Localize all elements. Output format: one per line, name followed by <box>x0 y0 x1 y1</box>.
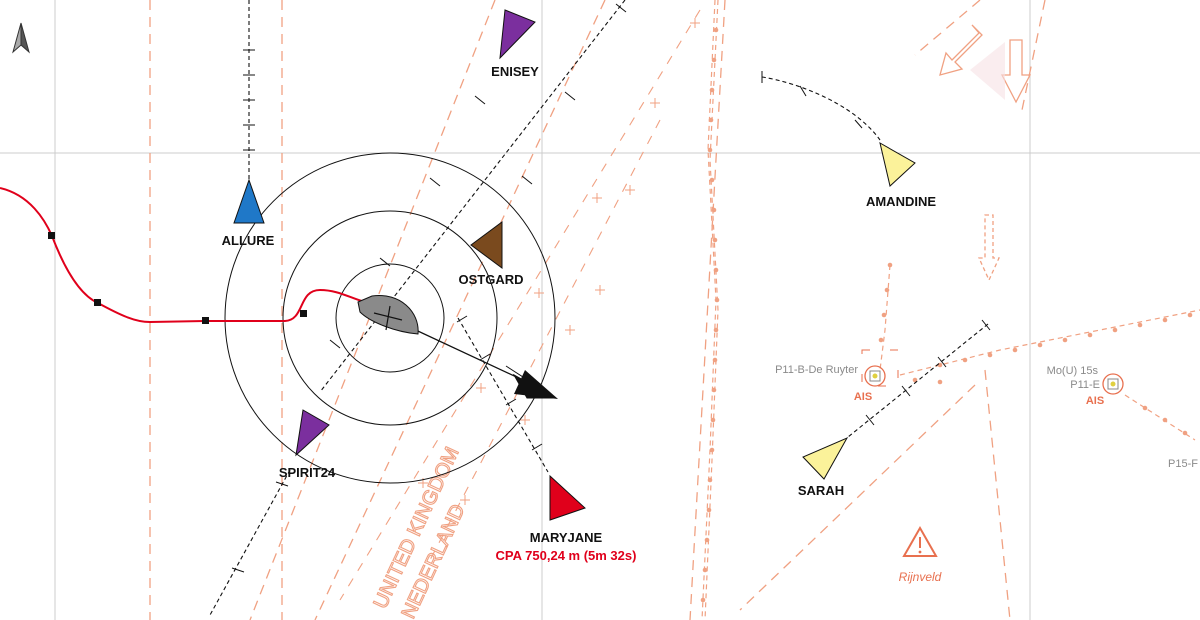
vessel-vectors <box>209 0 989 616</box>
cpa-readout: CPA 750,24 m (5m 32s) <box>496 548 637 563</box>
buoy-p11e-light: Mo(U) 15s <box>1047 365 1099 377</box>
vessel-allure-label: ALLURE <box>222 233 275 248</box>
vessel-sarah[interactable] <box>802 436 849 480</box>
buoy-de-ruyter[interactable] <box>861 349 899 387</box>
rijnveld-label: Rijnveld <box>899 570 942 584</box>
traffic-separation-lines <box>149 0 1046 620</box>
north-arrow-icon <box>12 22 30 54</box>
vessel-enisey[interactable] <box>499 9 536 60</box>
vessel-maryjane-label: MARYJANE <box>530 530 603 545</box>
vessel-spirit24-label: SPIRIT24 <box>279 465 336 480</box>
vessel-allure[interactable] <box>233 178 265 224</box>
buoy-p11e[interactable] <box>1102 373 1124 395</box>
traffic-flow-arrows <box>939 24 1032 282</box>
caution-icon <box>902 525 938 557</box>
buoy-p11e-label: P11-E <box>1070 379 1100 391</box>
range-rings <box>224 152 556 484</box>
vector-ticks <box>231 3 991 573</box>
boundary-dots <box>700 27 1193 603</box>
vessel-sarah-label: SARAH <box>798 483 844 498</box>
vessel-maryjane[interactable] <box>549 474 586 521</box>
buoy-p11e-ais: AIS <box>1086 395 1104 407</box>
vessel-ostgard-label: OSTGARD <box>459 272 524 287</box>
vessel-amandine[interactable] <box>879 141 916 187</box>
vessel-ostgard[interactable] <box>470 221 503 269</box>
own-ship[interactable] <box>357 295 419 335</box>
dotted-boundaries <box>701 0 1200 620</box>
buoy-de-ruyter-ais: AIS <box>854 391 872 403</box>
cable-lines <box>339 9 701 601</box>
vessel-amandine-label: AMANDINE <box>866 194 936 209</box>
track-markers <box>48 232 307 324</box>
vessel-enisey-label: ENISEY <box>491 64 539 79</box>
vessel-spirit24[interactable] <box>295 409 330 457</box>
own-ship-heading-arrowhead <box>514 370 558 399</box>
buoy-de-ruyter-label: P11-B-De Ruyter <box>775 364 858 376</box>
buoy-p15-label: P15-F <box>1168 458 1198 470</box>
